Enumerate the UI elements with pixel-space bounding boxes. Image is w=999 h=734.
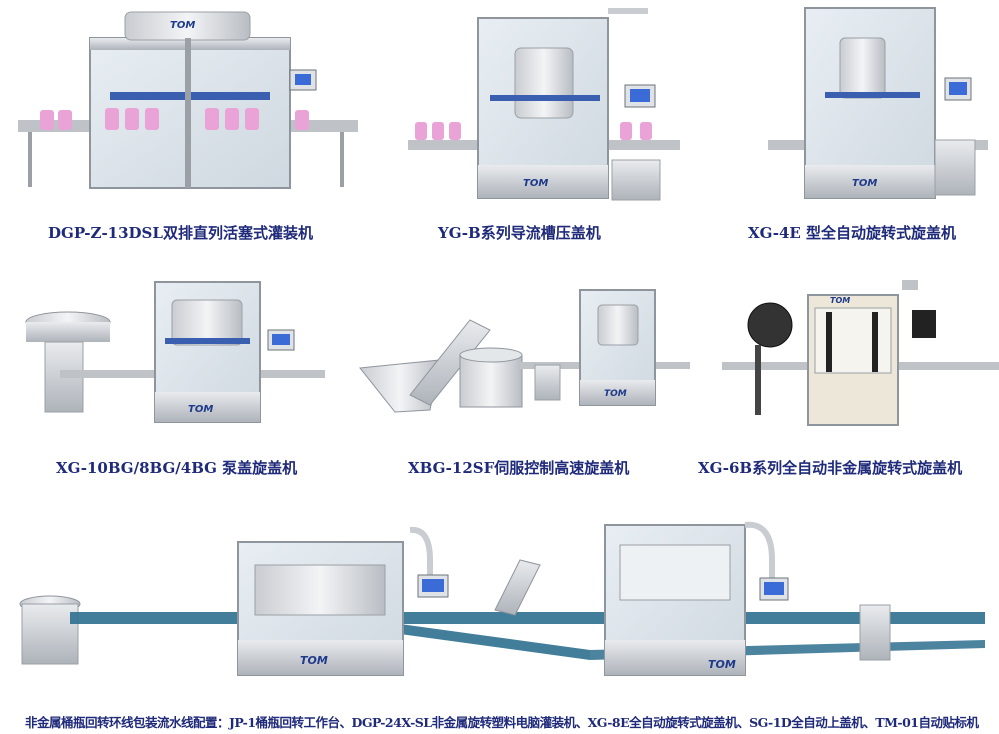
svg-text:TOM: TOM — [523, 178, 548, 189]
svg-text:TOM: TOM — [852, 178, 877, 189]
caption-machine-4: XG-10BG/8BG/4BG 泵盖旋盖机 — [56, 459, 298, 477]
svg-text:TOM: TOM — [604, 389, 627, 399]
svg-text:TOM: TOM — [830, 296, 850, 305]
svg-text:TOM: TOM — [300, 654, 328, 667]
machine-xg10bg-capper: TOM — [25, 281, 325, 423]
svg-text:TOM: TOM — [188, 404, 213, 415]
caption-machine-3: XG-4E 型全自动旋转式旋盖机 — [748, 224, 957, 242]
caption-machine-5: XBG-12SF伺服控制高速旋盖机 — [408, 459, 630, 477]
caption-machine-2: YG-B系列导流槽压盖机 — [438, 224, 601, 242]
caption-machine-6: XG-6B系列全自动非金属旋转式旋盖机 — [698, 459, 963, 477]
svg-text:TOM: TOM — [170, 20, 195, 31]
machine-xg4e-capper: TOM — [768, 7, 988, 199]
machine-xg6b-capper: TOM — [722, 280, 999, 426]
caption-machine-1: DGP-Z-13DSL双排直列活塞式灌装机 — [48, 224, 313, 242]
machine-dgp-filler: TOM — [18, 11, 358, 189]
caption-packaging-line: 非金属桶瓶回转环线包装流水线配置：JP-1桶瓶回转工作台、DGP-24X-SL非… — [25, 715, 979, 730]
machine-yg-capper: TOM — [408, 8, 680, 201]
packaging-line: TOM TOM — [19, 521, 985, 676]
svg-text:TOM: TOM — [708, 658, 736, 671]
machine-xbg12sf-capper: TOM — [359, 289, 690, 413]
